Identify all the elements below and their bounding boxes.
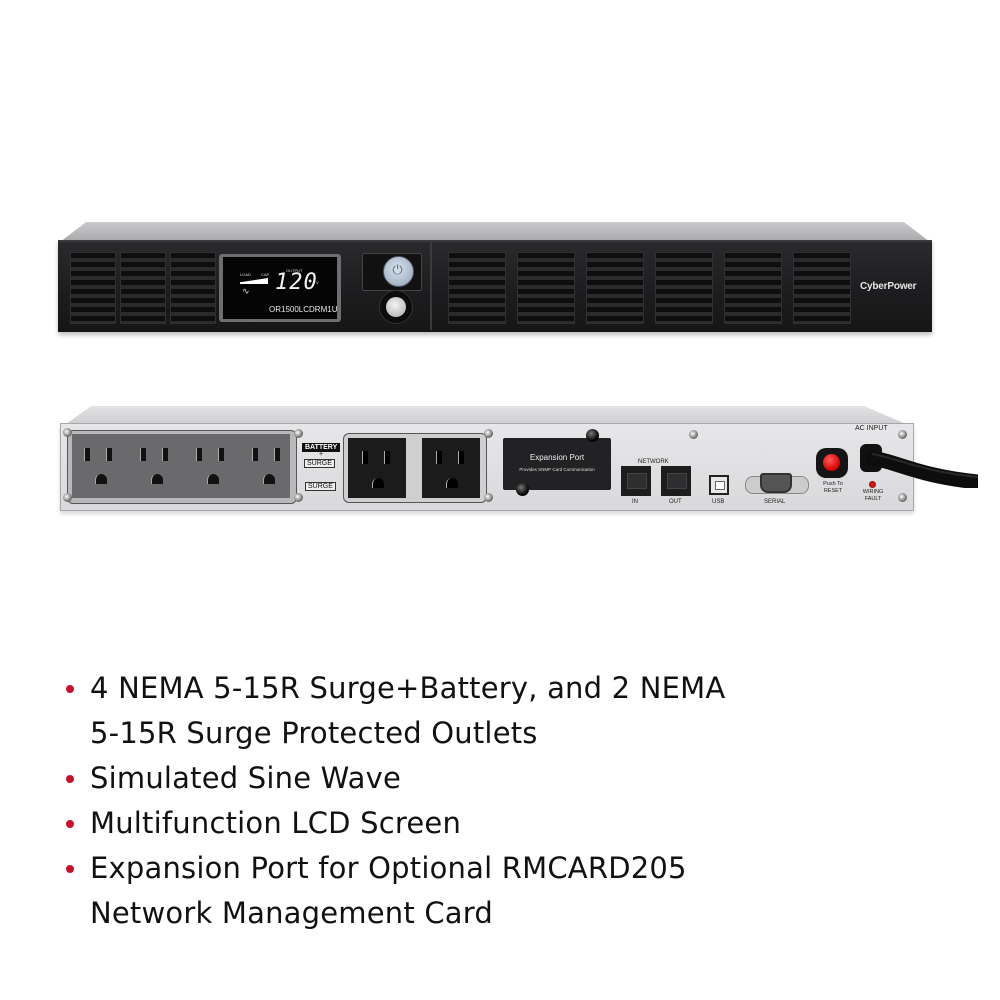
- usb-port[interactable]: [709, 475, 729, 495]
- vent-grille: [170, 252, 216, 324]
- front-unit-top-surface: [60, 222, 930, 242]
- feature-text: Simulated Sine Wave: [90, 761, 402, 795]
- vent-grille: [586, 252, 644, 324]
- wiring-label-line2: FAULT: [864, 496, 882, 502]
- vent-grille: [448, 252, 506, 324]
- battery-outlet-panel: [72, 434, 290, 498]
- vent-grille: [724, 252, 782, 324]
- vent-grille: [793, 252, 851, 324]
- bullet-dot-icon: [66, 775, 74, 783]
- network-out-label: OUT: [669, 499, 682, 505]
- battery-outlet[interactable]: [194, 446, 232, 490]
- lcd-voltage-readout: 120: [275, 270, 318, 295]
- wiring-fault-led: [869, 481, 876, 488]
- feature-text: Multifunction LCD Screen: [90, 806, 462, 840]
- plus-label: +: [319, 451, 324, 458]
- feature-text-continued: Network Management Card: [90, 896, 493, 930]
- battery-outlet[interactable]: [82, 446, 120, 490]
- thumbscrew-icon[interactable]: [586, 429, 599, 442]
- lcd-unit-mark: V: [316, 280, 319, 285]
- feature-list: 4 NEMA 5-15R Surge+Battery, and 2 NEMA 5…: [66, 666, 966, 936]
- battery-label: BATTERY: [302, 443, 341, 452]
- feature-item: Simulated Sine Wave: [66, 756, 966, 801]
- lcd-label-load: LOAD: [240, 272, 251, 277]
- screw-icon: [294, 493, 303, 502]
- network-label: NETWORK: [638, 459, 669, 465]
- reset-label-line2: RESET: [823, 488, 843, 494]
- expansion-port-title: Expansion Port: [529, 453, 585, 462]
- vent-grille: [70, 252, 116, 324]
- feature-item: 4 NEMA 5-15R Surge+Battery, and 2 NEMA 5…: [66, 666, 966, 756]
- screw-icon: [484, 493, 493, 502]
- ac-wave-icon: ∿: [242, 286, 250, 296]
- network-out-port[interactable]: [661, 466, 691, 496]
- bullet-dot-icon: [66, 820, 74, 828]
- surge-outlet[interactable]: [348, 438, 406, 498]
- battery-outlet[interactable]: [138, 446, 176, 490]
- load-bar-graph: [240, 278, 268, 284]
- power-cord: [860, 444, 978, 488]
- surge-label: SURGE: [304, 459, 335, 468]
- thumbscrew-icon[interactable]: [516, 483, 529, 496]
- feature-item: Expansion Port for Optional RMCARD205 Ne…: [66, 846, 966, 936]
- feature-text-continued: 5-15R Surge Protected Outlets: [90, 716, 538, 750]
- bullet-dot-icon: [66, 685, 74, 693]
- power-button[interactable]: [383, 256, 414, 287]
- feature-item: Multifunction LCD Screen: [66, 801, 966, 846]
- expansion-port-cover[interactable]: [503, 438, 611, 490]
- serial-port[interactable]: [760, 473, 792, 493]
- wiring-fault-label: WIRING FAULT: [857, 489, 889, 503]
- ac-input-label: AC INPUT: [855, 425, 888, 432]
- battery-outlet[interactable]: [250, 446, 288, 490]
- lcd-label-output: OUTPUT: [286, 268, 303, 273]
- surge-outlet[interactable]: [422, 438, 480, 498]
- display-button[interactable]: [386, 297, 406, 317]
- reset-button[interactable]: [823, 454, 840, 471]
- serial-label: SERIAL: [764, 499, 786, 505]
- screw-icon: [484, 429, 493, 438]
- model-number: OR1500LCDRM1U: [269, 305, 338, 314]
- usb-label: USB: [712, 499, 725, 505]
- vent-grille: [120, 252, 166, 324]
- lcd-screen: [223, 257, 337, 319]
- wiring-label-line1: WIRING: [862, 489, 884, 495]
- network-in-label: IN: [632, 499, 638, 505]
- ups-front-panel: [58, 240, 932, 332]
- vent-grille: [655, 252, 713, 324]
- lcd-label-cap: CAP: [261, 272, 270, 277]
- screw-icon: [294, 429, 303, 438]
- network-in-port[interactable]: [621, 466, 651, 496]
- screw-icon: [898, 430, 907, 439]
- screw-icon: [689, 430, 698, 439]
- feature-text: Expansion Port for Optional RMCARD205: [90, 851, 687, 885]
- panel-seam: [430, 240, 432, 330]
- expansion-port-subtitle: Provides SNMP Card Communication: [519, 467, 595, 472]
- screw-icon: [63, 428, 72, 437]
- reset-label-line1: Push To: [823, 481, 843, 487]
- surge-only-label: SURGE: [305, 482, 336, 491]
- power-icon: ⏻: [392, 262, 403, 277]
- vent-grille: [517, 252, 575, 324]
- rear-unit-top-surface: [66, 406, 906, 424]
- brand-logo: CyberPower: [860, 281, 917, 292]
- reset-label: Push To RESET: [815, 481, 851, 495]
- bullet-dot-icon: [66, 865, 74, 873]
- screw-icon: [63, 493, 72, 502]
- screw-icon: [898, 493, 907, 502]
- feature-text: 4 NEMA 5-15R Surge+Battery, and 2 NEMA: [90, 671, 726, 705]
